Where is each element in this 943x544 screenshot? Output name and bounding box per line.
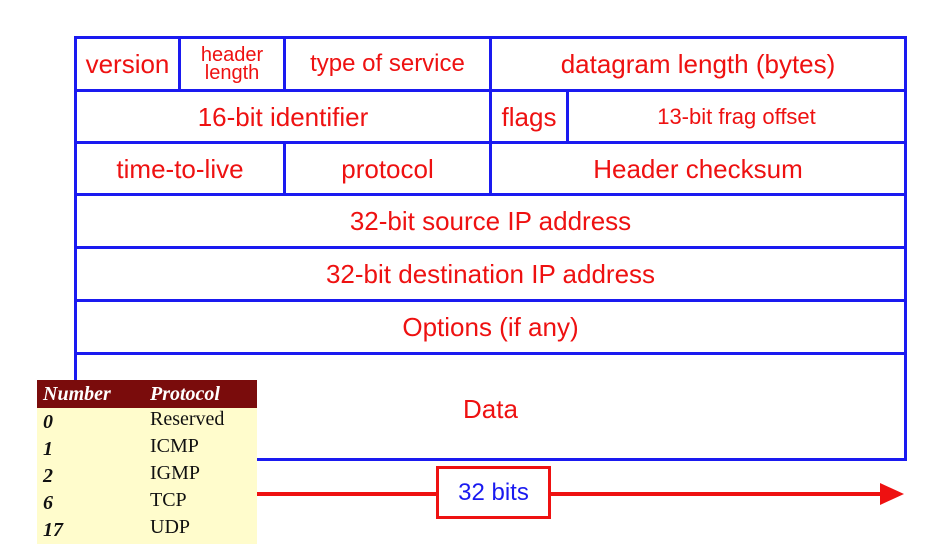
table-row: 0 Reserved <box>37 408 257 435</box>
field-header-checksum-label: Header checksum <box>593 153 803 184</box>
width-arrow-line <box>257 492 887 496</box>
field-flags: flags <box>489 89 569 144</box>
field-datagram-length-label: datagram length (bytes) <box>560 49 836 79</box>
row-number: 1 <box>43 438 53 460</box>
field-header-length: header length <box>178 36 286 92</box>
row-number: 0 <box>43 411 53 433</box>
field-destination-ip: 32-bit destination IP address <box>74 246 907 302</box>
field-version: version <box>74 36 181 92</box>
field-ttl-label: time-to-live <box>116 153 244 184</box>
row-protocol: Reserved <box>150 408 225 430</box>
field-flags-label: flags <box>501 101 557 132</box>
field-identifier: 16-bit identifier <box>74 89 492 144</box>
field-frag-offset-label: 13-bit frag offset <box>657 103 816 129</box>
field-type-of-service-label: type of service <box>310 50 465 77</box>
field-protocol-label: protocol <box>341 153 434 184</box>
field-header-length-label-1: header <box>200 44 264 66</box>
field-type-of-service: type of service <box>283 36 492 92</box>
column-header-number: Number <box>43 383 111 405</box>
bits-label: 32 bits <box>458 478 529 506</box>
column-header-protocol: Protocol <box>150 383 220 405</box>
row-protocol: UDP <box>150 516 191 538</box>
row-protocol: TCP <box>150 489 187 511</box>
field-ttl: time-to-live <box>74 141 286 196</box>
row-protocol: IGMP <box>150 462 201 484</box>
table-row: 6 TCP <box>37 489 257 516</box>
field-protocol: protocol <box>283 141 492 196</box>
arrow-head-icon <box>880 483 904 505</box>
row-number: 6 <box>43 492 53 514</box>
field-header-length-label-2: length <box>204 62 260 84</box>
field-options: Options (if any) <box>74 299 907 355</box>
field-header-checksum: Header checksum <box>489 141 907 196</box>
row-number: 17 <box>43 519 63 541</box>
row-protocol: ICMP <box>150 435 199 457</box>
bits-label-box: 32 bits <box>436 466 551 519</box>
table-row: 17 UDP <box>37 516 257 543</box>
field-source-ip-label: 32-bit source IP address <box>349 206 632 236</box>
field-data-label: Data <box>463 393 518 424</box>
field-options-label: Options (if any) <box>402 312 579 342</box>
field-source-ip: 32-bit source IP address <box>74 193 907 249</box>
protocol-number-table: Number Protocol 0 Reserved 1 ICMP 2 IGMP… <box>37 380 257 544</box>
field-datagram-length: datagram length (bytes) <box>489 36 907 92</box>
table-row: 1 ICMP <box>37 435 257 462</box>
table-row: 2 IGMP <box>37 462 257 489</box>
field-version-label: version <box>85 49 170 79</box>
field-identifier-label: 16-bit identifier <box>197 101 369 132</box>
row-number: 2 <box>43 465 53 487</box>
field-destination-ip-label: 32-bit destination IP address <box>325 259 656 289</box>
protocol-table-header: Number Protocol <box>37 380 257 408</box>
field-frag-offset: 13-bit frag offset <box>566 89 907 144</box>
